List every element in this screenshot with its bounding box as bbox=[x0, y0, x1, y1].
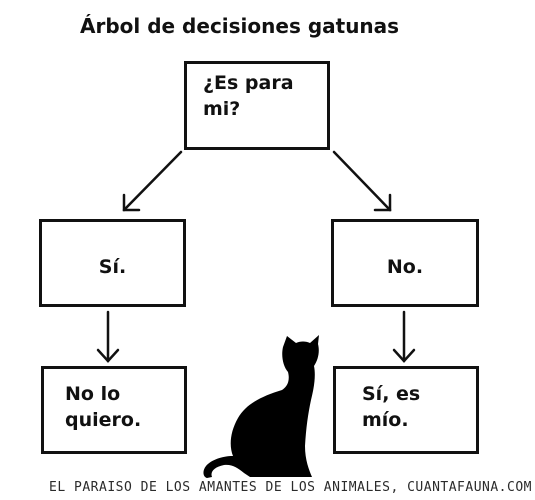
footer-site-link[interactable]: cuantafauna.com bbox=[407, 480, 532, 495]
footer-credit: El paraiso de los amantes de los animale… bbox=[49, 480, 532, 495]
diagram-title: Árbol de decisiones gatunas bbox=[80, 14, 400, 38]
node-yes-label: Sí. bbox=[98, 256, 127, 278]
node-no-label: No. bbox=[386, 256, 424, 278]
footer-bar: El paraiso de los amantes de los animale… bbox=[0, 478, 535, 500]
footer-slogan: El paraiso de los amantes de los animale… bbox=[49, 480, 391, 495]
decision-node-no: No. bbox=[331, 219, 479, 307]
node-no-result-label: Sí, es mío. bbox=[362, 383, 421, 431]
decision-node-yes: Sí. bbox=[39, 219, 186, 307]
decision-node-root: ¿Es para mi? bbox=[184, 61, 330, 150]
decision-node-yes-result: No lo quiero. bbox=[41, 366, 187, 454]
arrow-root-to-yes bbox=[122, 150, 183, 212]
node-yes-result-label: No lo quiero. bbox=[65, 383, 142, 431]
node-root-label: ¿Es para mi? bbox=[203, 72, 294, 120]
arrow-yes-to-result bbox=[96, 310, 120, 363]
arrow-root-to-no bbox=[332, 150, 392, 212]
arrow-no-to-result bbox=[392, 310, 416, 363]
decision-node-no-result: Sí, es mío. bbox=[333, 366, 479, 454]
